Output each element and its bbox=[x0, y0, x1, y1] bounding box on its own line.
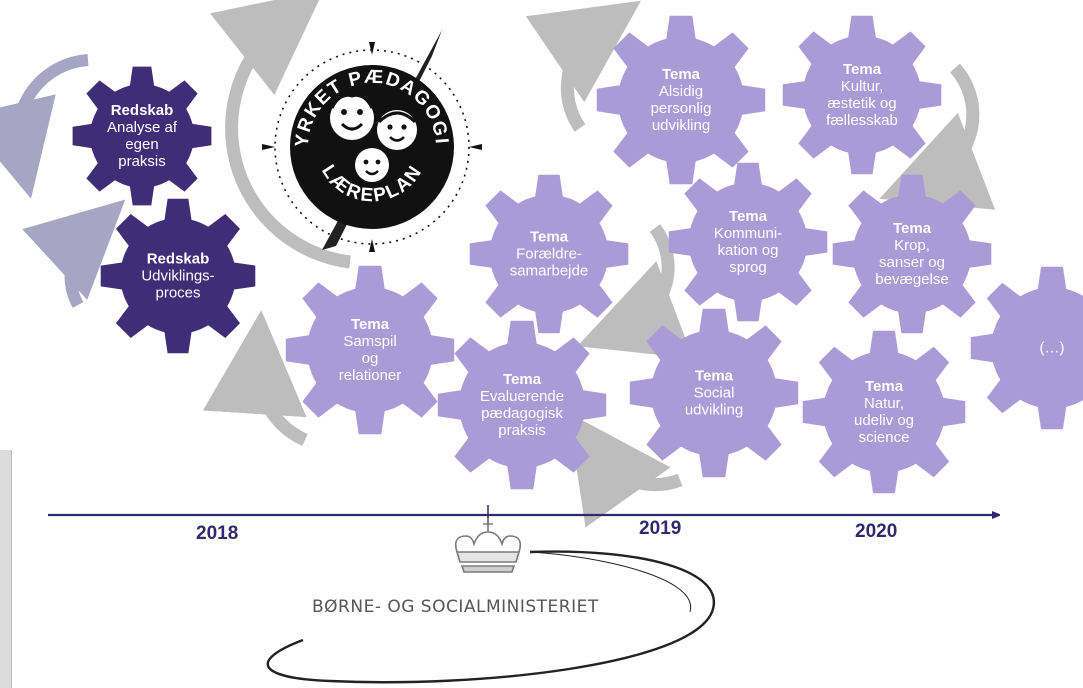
gear-text-line: praksis bbox=[498, 422, 546, 439]
cycle-arrows bbox=[0, 0, 996, 528]
gear-text-line: sanser og bbox=[879, 254, 945, 271]
ministry-name: BØRNE- OG SOCIALMINISTERIET bbox=[312, 597, 599, 617]
gear-text-line: sprog bbox=[729, 259, 767, 276]
gear-body-tema-natur bbox=[823, 351, 945, 473]
styrket-paedagogisk-laereplan-logo: STYRKET PÆDAGOGISK LÆREPLAN bbox=[0, 0, 482, 252]
gear-text-line: samarbejde bbox=[509, 262, 589, 280]
gear-heading: Redskab bbox=[146, 250, 210, 268]
child-face-icon bbox=[330, 93, 374, 140]
arrow-samspil-loop bbox=[202, 310, 308, 446]
gear-text-line: Alsidig bbox=[658, 83, 704, 100]
gear-text-line: pædagogisk bbox=[481, 405, 563, 422]
gear-text-line: Kultur, bbox=[840, 78, 884, 95]
gear-heading: Tema bbox=[892, 220, 932, 237]
side-panel-edge bbox=[0, 450, 12, 688]
crown-icon bbox=[454, 518, 522, 573]
gear-heading: Redskab bbox=[110, 102, 174, 119]
gear-text-line: kation og bbox=[717, 242, 779, 259]
gear-text-line: æstetik og bbox=[827, 95, 897, 112]
arrow-udvikling-loop bbox=[22, 199, 126, 308]
gear-text-line: Krop, bbox=[894, 237, 930, 254]
arrow-logo-loop bbox=[209, 0, 351, 269]
gear-text-line: relationer bbox=[338, 367, 402, 384]
arrow-analyse-loop bbox=[0, 54, 89, 199]
arrow-alsidig-loop bbox=[525, 0, 641, 132]
gear-text-line: og bbox=[361, 350, 379, 367]
year-label-2019: 2019 bbox=[639, 518, 682, 539]
gear-label-tema-more: (…) bbox=[1040, 340, 1065, 357]
arrow-kultur-loop bbox=[879, 63, 996, 210]
gear-text-line: (…) bbox=[1039, 339, 1065, 357]
gear-text-line: Udviklings- bbox=[141, 267, 215, 285]
gear-text-line: udvikling bbox=[651, 117, 711, 134]
gear-text-line: proces bbox=[155, 284, 201, 302]
gear-text-line: udvikling bbox=[684, 401, 744, 419]
gear-heading: Tema bbox=[864, 378, 904, 395]
arrow-foraeldre-loop bbox=[577, 224, 694, 359]
gear-heading: Tema bbox=[694, 367, 734, 385]
gear-body-tema-krop bbox=[852, 194, 972, 314]
year-label-2020: 2020 bbox=[855, 521, 898, 542]
arrow-evaluerende-loop bbox=[567, 412, 683, 528]
gear-heading: Tema bbox=[350, 316, 390, 333]
gear-body-tema-evaluerende bbox=[459, 342, 585, 468]
gear-text-line: Social bbox=[693, 384, 735, 402]
gear-heading: Tema bbox=[661, 66, 701, 83]
gear-text-line: fællesskab bbox=[826, 112, 898, 129]
gear-text-line: Forældre- bbox=[516, 245, 582, 263]
gear-text-line: praksis bbox=[118, 153, 166, 170]
gear-body-tema-foraeldre bbox=[489, 194, 609, 314]
gear-text-line: Analyse af bbox=[106, 119, 178, 136]
gear-text-line: Kommuni- bbox=[713, 225, 783, 242]
gear-body-tema-alsidig bbox=[618, 37, 744, 163]
gear-text-line: Evaluerende bbox=[479, 388, 565, 405]
gear-heading: Tema bbox=[728, 208, 768, 225]
year-label-2018: 2018 bbox=[196, 523, 239, 544]
gear-text-line: science bbox=[858, 429, 910, 446]
gear-text-line: egen bbox=[125, 136, 159, 153]
gear-text-line: bevægelse bbox=[875, 271, 949, 288]
gear-body-tema-social bbox=[651, 330, 777, 456]
girl-face-icon bbox=[377, 110, 417, 150]
gear-text-line: Samspil bbox=[343, 333, 397, 350]
gear-body-redskab-analyse bbox=[90, 84, 194, 188]
gear-heading: Tema bbox=[502, 371, 542, 388]
gear-text-line: udeliv og bbox=[853, 412, 915, 429]
gear-heading: Tema bbox=[842, 61, 882, 78]
gear-text-line: personlig bbox=[650, 100, 712, 117]
ministry-swoosh bbox=[266, 550, 715, 684]
gear-layer bbox=[72, 15, 1083, 494]
gear-body-tema-kommunikation bbox=[688, 182, 808, 302]
gear-body-redskab-udvikling bbox=[120, 218, 236, 334]
gear-body-tema-more bbox=[991, 287, 1083, 409]
gear-text-line: Natur, bbox=[863, 395, 905, 412]
gear-body-tema-kultur bbox=[802, 35, 922, 155]
gear-heading: Tema bbox=[529, 228, 569, 246]
gear-body-tema-samspil bbox=[307, 287, 433, 413]
baby-face-icon bbox=[355, 144, 389, 182]
